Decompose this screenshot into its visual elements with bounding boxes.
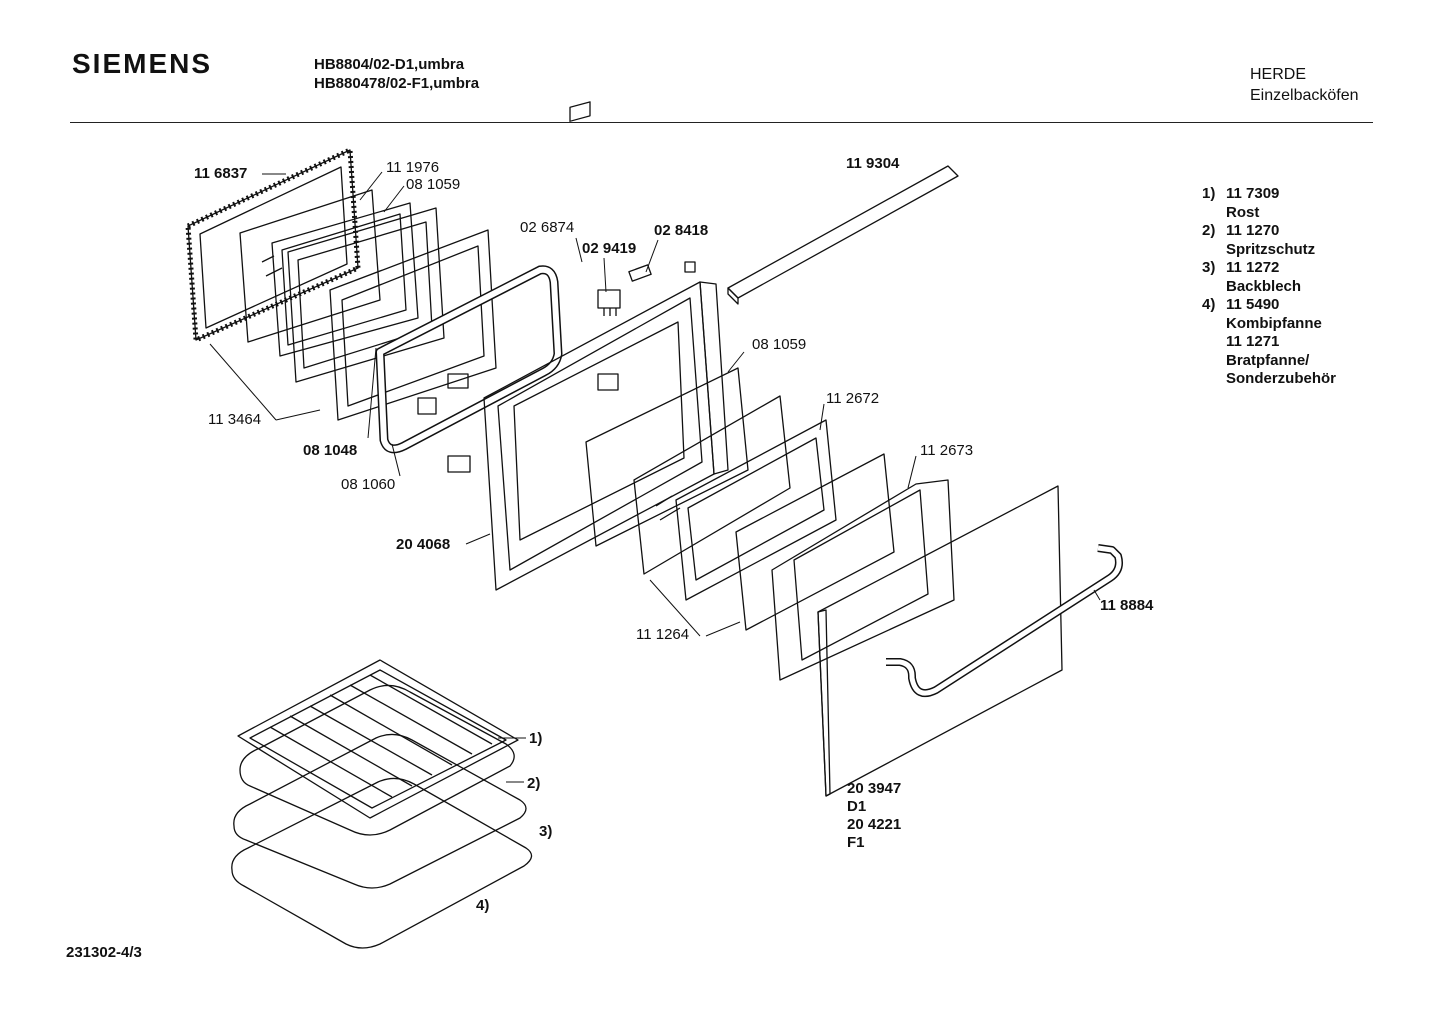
- legend-item-4: 4)11 5490: [1202, 296, 1280, 313]
- category-title: HERDE: [1250, 66, 1307, 83]
- legend-item-1: 1)11 7309: [1202, 185, 1280, 202]
- part-label-02-9419: 02 9419: [582, 240, 637, 257]
- seal-frame-1: [271, 202, 419, 357]
- model-number-2: HB880478/02-F1,umbra: [314, 75, 480, 92]
- outer-door-panel: [817, 485, 1063, 797]
- door-gasket: [375, 265, 563, 454]
- door-panel-line-2: D1: [847, 798, 867, 815]
- part-label-20-4068: 20 4068: [396, 536, 451, 553]
- legend-item-5-name: Bratpfanne/: [1226, 351, 1310, 369]
- combi-pan: [231, 777, 533, 949]
- accessory-marker-1: 1): [529, 730, 543, 747]
- accessory-legend: 1)11 7309 Rost 2)11 1270 Spritzschutz 3)…: [1202, 185, 1336, 389]
- legend-item-6-name: Sonderzubehör: [1226, 370, 1337, 387]
- door-panel-line-4: F1: [847, 834, 865, 851]
- subcategory-title: Einzelbacköfen: [1250, 87, 1359, 104]
- legend-item-4-name: Kombipfanne: [1226, 314, 1322, 332]
- part-label-02-6874: 02 6874: [520, 219, 575, 236]
- part-label-11-1976: 11 1976: [386, 159, 440, 176]
- part-label-11-3464: 11 3464: [208, 411, 262, 428]
- seal-frame-2: [585, 367, 749, 547]
- part-label-08-1048: 08 1048: [303, 442, 358, 459]
- legend-item-2: 2)11 1270: [1202, 222, 1280, 239]
- door-handle: [886, 544, 1123, 697]
- top-rail: [727, 165, 959, 305]
- bracket-parts: [417, 101, 696, 473]
- part-label-11-2673: 11 2673: [920, 442, 974, 459]
- door-panel-line-1: 20 3947: [847, 780, 902, 797]
- legend-item-5-part: 11 1271: [1226, 333, 1280, 350]
- part-label-11-6837: 11 6837: [194, 165, 248, 182]
- door-outer-frame: [185, 147, 361, 343]
- part-label-08-1059-mid: 08 1059: [752, 336, 807, 353]
- glass-frame-11-2672: [675, 419, 837, 601]
- legend-item-3: 3)11 1272: [1202, 259, 1280, 276]
- document-reference: 231302-4/3: [66, 944, 142, 961]
- legend-item-3-name: Backblech: [1226, 277, 1302, 295]
- header-rule: [70, 122, 1373, 123]
- main-door-frame: [483, 281, 729, 591]
- part-label-08-1059-top: 08 1059: [406, 176, 461, 193]
- part-label-11-9304: 11 9304: [846, 155, 900, 172]
- accessory-marker-4: 4): [476, 897, 490, 914]
- part-label-door-panel: 20 3947 D1 20 4221 F1: [847, 780, 901, 852]
- splash-guard: [239, 684, 515, 836]
- door-panel-line-3: 20 4221: [847, 816, 902, 833]
- brand-logo: SIEMENS: [72, 48, 213, 79]
- glass-frame-11-2673: [771, 479, 955, 681]
- model-number-1: HB8804/02-D1,umbra: [314, 56, 465, 73]
- legend-item-1-name: Rost: [1226, 203, 1260, 221]
- inner-frame-11-3464: [287, 207, 497, 421]
- part-label-11-2672: 11 2672: [826, 390, 880, 407]
- glass-pane-2: [735, 453, 895, 631]
- part-label-11-8884: 11 8884: [1100, 597, 1154, 614]
- accessory-marker-3: 3): [539, 823, 553, 840]
- baking-tray: [233, 733, 527, 889]
- glass-pane-11-1264: [633, 395, 791, 575]
- legend-item-2-name: Spritzschutz: [1226, 240, 1316, 258]
- part-label-11-1264: 11 1264: [636, 626, 690, 643]
- accessory-marker-2: 2): [527, 775, 541, 792]
- part-label-08-1060: 08 1060: [341, 476, 396, 493]
- oven-rack: [237, 659, 519, 819]
- part-label-02-8418: 02 8418: [654, 222, 709, 239]
- leader-lines: [209, 171, 1101, 783]
